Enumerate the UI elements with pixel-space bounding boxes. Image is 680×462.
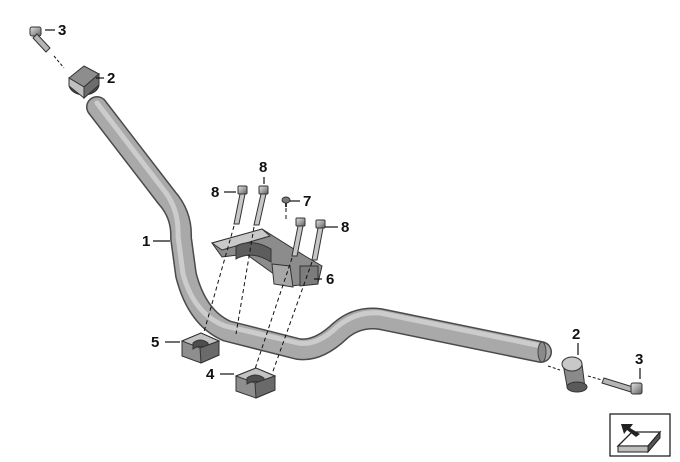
- callout-clamp-upper: 6: [326, 271, 334, 288]
- callout-bolt-top: 8: [259, 159, 267, 176]
- callout-handlebar: 1: [142, 233, 150, 250]
- callout-bolt-left: 8: [211, 184, 219, 201]
- bar-end-weight-left: [68, 65, 100, 100]
- bar-end-weight-right: [561, 356, 588, 393]
- clamp-upper: [210, 228, 323, 288]
- callout-clamp-lower-rear: 4: [206, 366, 215, 383]
- view-direction-icon: [609, 413, 671, 457]
- small-screw: [281, 196, 291, 207]
- leader-lines: [45, 29, 641, 379]
- callouts: 3 2 1 8 8 7 8 6 5 4 2 3: [58, 22, 643, 383]
- clamp-lower-front: [180, 332, 221, 364]
- assembly-lines: [203, 208, 313, 375]
- callout-weight-right: 2: [572, 326, 580, 343]
- callout-screw-right: 3: [635, 351, 643, 368]
- clamp-bolt-left: [233, 185, 248, 225]
- bar-end-screw-left: [29, 26, 65, 69]
- callout-screw-left: 3: [58, 22, 66, 39]
- handlebar: [86, 96, 552, 363]
- callout-clamp-lower-front: 5: [151, 334, 159, 351]
- clamp-lower-rear: [234, 367, 277, 399]
- callout-small-screw: 7: [303, 193, 311, 210]
- callout-weight-left: 2: [107, 70, 115, 87]
- clamp-bolt-right: [291, 217, 326, 261]
- clamp-bolt-top: [253, 185, 269, 226]
- callout-bolt-right: 8: [341, 219, 349, 236]
- bar-end-screw-right: [547, 365, 643, 395]
